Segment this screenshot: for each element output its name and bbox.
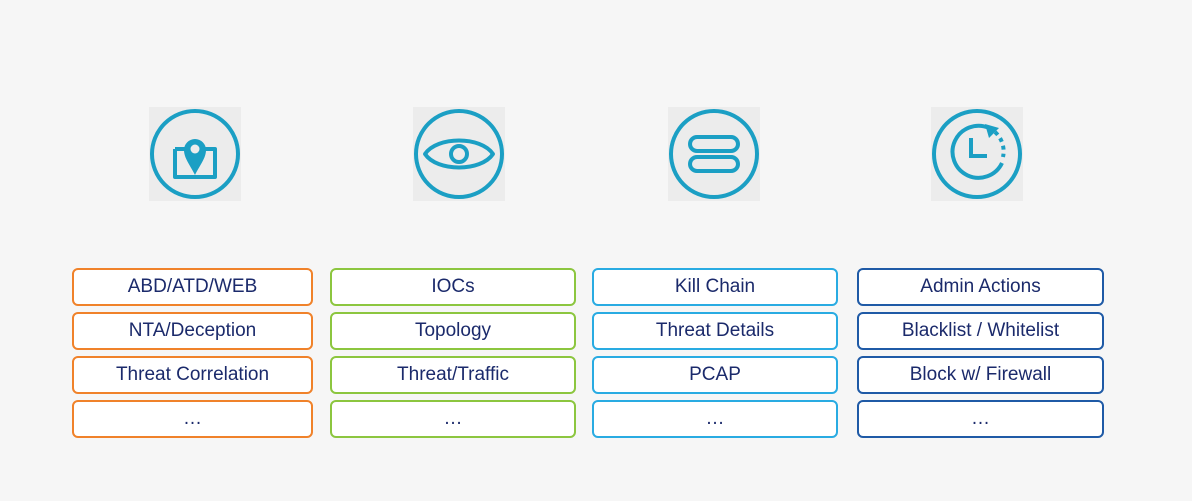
eye-icon — [414, 109, 504, 199]
column-2: IOCs Topology Threat/Traffic … — [330, 268, 576, 444]
item-box: Threat Details — [592, 312, 838, 350]
icon-tile-4 — [931, 107, 1023, 201]
column-4: Admin Actions Blacklist / Whitelist Bloc… — [857, 268, 1104, 444]
item-box: Kill Chain — [592, 268, 838, 306]
clock-refresh-icon — [932, 109, 1022, 199]
item-box: Blacklist / Whitelist — [857, 312, 1104, 350]
item-box: ABD/ATD/WEB — [72, 268, 313, 306]
item-box: NTA/Deception — [72, 312, 313, 350]
item-box-more: … — [72, 400, 313, 438]
item-box: PCAP — [592, 356, 838, 394]
item-box: IOCs — [330, 268, 576, 306]
item-box-more: … — [592, 400, 838, 438]
icon-tile-3 — [668, 107, 760, 201]
icon-tile-2 — [413, 107, 505, 201]
location-pin-icon — [150, 109, 240, 199]
item-box: Threat/Traffic — [330, 356, 576, 394]
item-box-more: … — [330, 400, 576, 438]
item-box: Threat Correlation — [72, 356, 313, 394]
database-icon — [669, 109, 759, 199]
item-box: Block w/ Firewall — [857, 356, 1104, 394]
column-3: Kill Chain Threat Details PCAP … — [592, 268, 838, 444]
item-box-more: … — [857, 400, 1104, 438]
item-box: Topology — [330, 312, 576, 350]
icon-tile-1 — [149, 107, 241, 201]
item-box: Admin Actions — [857, 268, 1104, 306]
column-1: ABD/ATD/WEB NTA/Deception Threat Correla… — [72, 268, 313, 444]
